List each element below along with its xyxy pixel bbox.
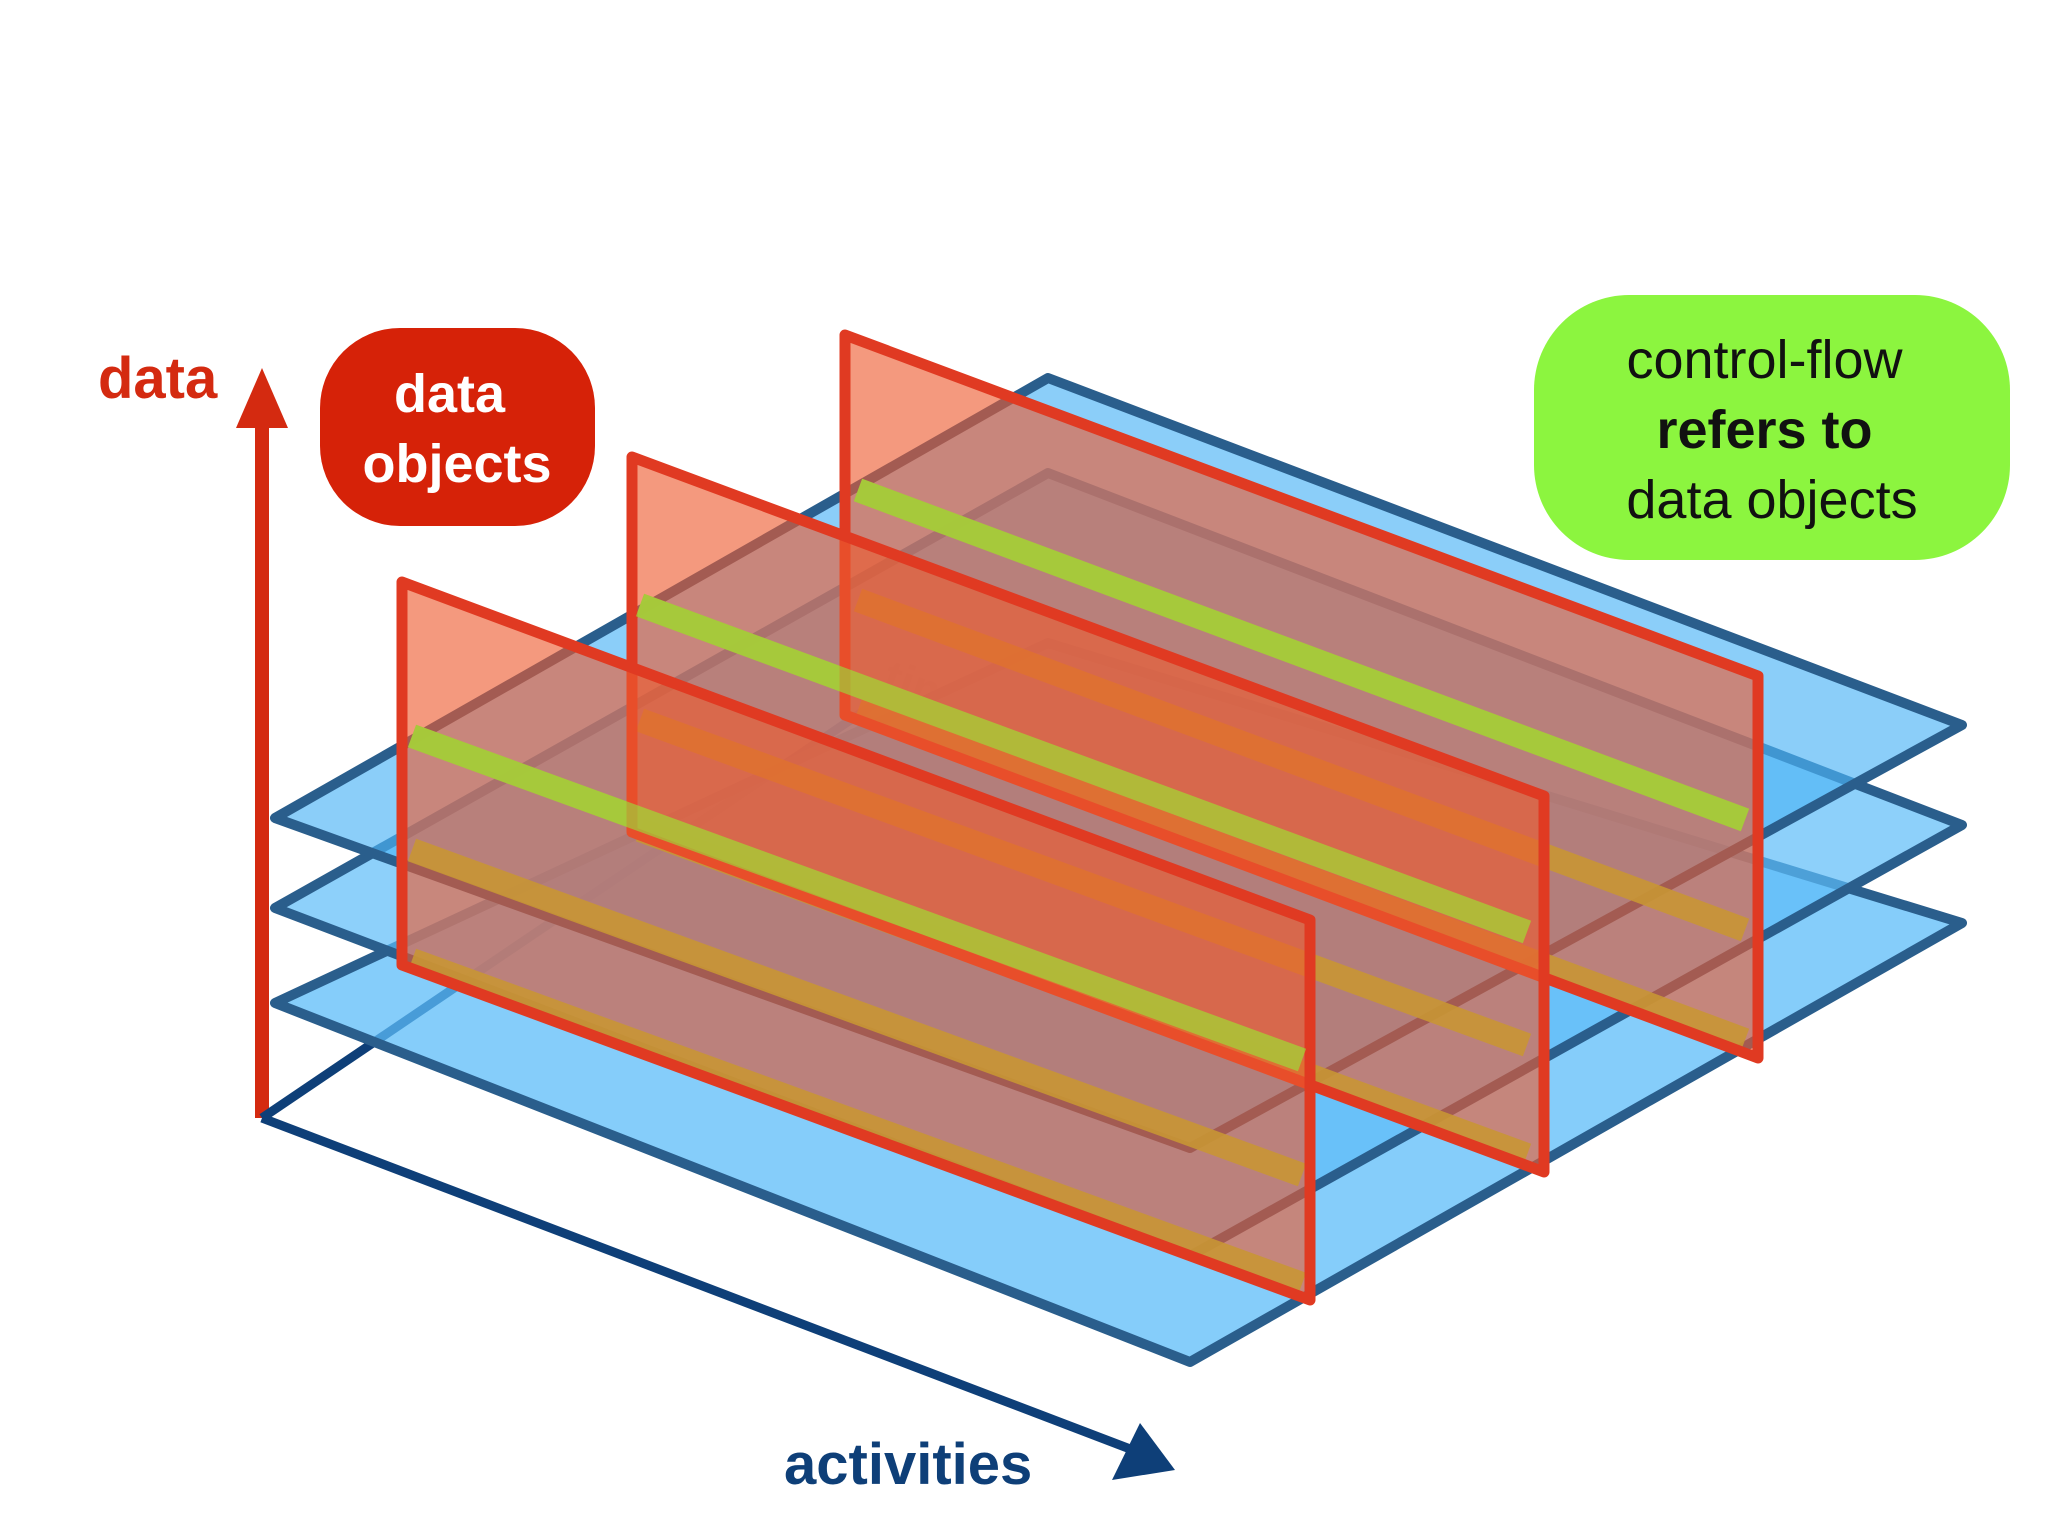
activities-axis <box>260 1113 1140 1457</box>
control-flow-bar <box>635 593 1532 944</box>
data-objects-line: data <box>394 364 506 424</box>
data-objects-bubble <box>320 328 595 526</box>
control-flow-line: control-flow <box>1626 330 1903 390</box>
control-flow-text: control-flow refers to data objects <box>1626 330 1917 530</box>
activities-axis-label: activities <box>784 1432 1032 1497</box>
control-flow-line: data objects <box>1626 470 1917 530</box>
control-flow-callout: control-flow refers to data objects <box>1534 295 2010 560</box>
data-objects-line: objects <box>362 434 551 494</box>
data-objects-callout: data objects <box>320 328 595 526</box>
data-object-wall-front <box>396 576 1316 1306</box>
control-flow-bar <box>853 478 1750 832</box>
control-flow-bar <box>407 724 1307 1072</box>
activities-axis-arrowhead <box>1112 1423 1175 1480</box>
data-object-walls <box>396 329 1764 1306</box>
control-flow-bubble <box>1534 295 2010 560</box>
data-axis-arrowhead <box>236 368 288 428</box>
data-axis-label: data <box>98 346 218 411</box>
control-flow-line: refers to <box>1656 400 1872 460</box>
data-objects-text: data objects <box>362 364 551 494</box>
control-flow-bars-front <box>407 478 1750 1072</box>
